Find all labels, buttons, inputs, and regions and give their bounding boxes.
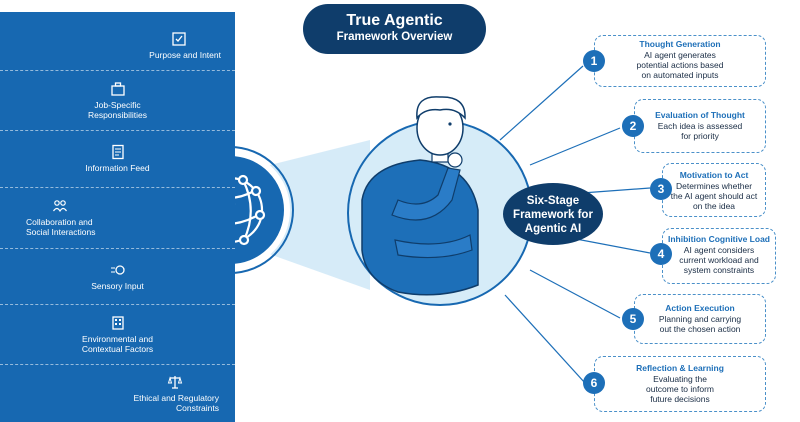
building-icon xyxy=(111,315,124,330)
stage-connectors xyxy=(499,65,651,384)
job-icon xyxy=(110,81,125,96)
input-job-specific-responsibilities: Job-Specific Responsibilities xyxy=(0,70,235,130)
input-information-feed: Information Feed xyxy=(0,130,235,187)
center-label: Six-Stage Framework for Agentic AI xyxy=(513,195,593,235)
input-label: Purpose and Intent xyxy=(149,49,221,60)
scales-icon xyxy=(167,375,183,389)
thinking-person-illustration xyxy=(361,96,479,296)
center-label-oval xyxy=(503,183,603,245)
input-sensory-input: Sensory Input xyxy=(0,248,235,304)
collaboration-icon xyxy=(53,200,67,213)
stage-title: Motivation to Act xyxy=(679,170,749,180)
input-ethical-regulatory: Ethical and Regulatory Constraints xyxy=(0,364,235,422)
input-label: Environmental and Contextual Factors xyxy=(81,333,154,354)
input-label: Ethical and Regulatory Constraints xyxy=(133,392,219,413)
stage-desc: Each idea is assessed for priority xyxy=(657,121,743,141)
stage-title: Inhibition Cognitive Load xyxy=(668,234,770,244)
stage-desc: AI agent generates potential actions bas… xyxy=(636,50,724,80)
stage-title: Action Execution xyxy=(665,303,735,313)
stage-6-number: 6 xyxy=(583,372,605,394)
stage-5-number: 5 xyxy=(622,308,644,330)
stage-desc: Evaluating the outcome to inform future … xyxy=(645,374,715,404)
document-icon xyxy=(111,144,124,160)
stage-1-number: 1 xyxy=(583,50,605,72)
input-label: Information Feed xyxy=(85,163,150,173)
stage-desc: AI agent considers current workload and … xyxy=(679,245,759,275)
stage-2-number: 2 xyxy=(622,115,644,137)
stage-1-box: Thought Generation AI agent generates po… xyxy=(594,35,766,87)
inputs-panel: Purpose and Intent Job-Specific Responsi… xyxy=(0,12,235,422)
purpose-icon xyxy=(172,31,186,46)
page-title: True Agentic xyxy=(346,12,443,29)
input-label: Collaboration and Social Interactions xyxy=(26,217,96,237)
stage-title: Reflection & Learning xyxy=(636,363,724,373)
page-subtitle: Framework Overview xyxy=(336,31,453,43)
input-collaboration-social: Collaboration and Social Interactions xyxy=(0,187,235,248)
stage-5-box: Action Execution Planning and carrying o… xyxy=(634,294,766,344)
stage-desc: Determines whether the AI agent should a… xyxy=(670,181,758,211)
sensor-icon xyxy=(110,264,125,275)
stage-6-box: Reflection & Learning Evaluating the out… xyxy=(594,356,766,412)
stage-2-box: Evaluation of Thought Each idea is asses… xyxy=(634,99,766,153)
stage-title: Thought Generation xyxy=(639,39,721,49)
stage-3-number: 3 xyxy=(650,178,672,200)
stage-title: Evaluation of Thought xyxy=(655,110,745,120)
stage-4-box: Inhibition Cognitive Load AI agent consi… xyxy=(662,228,776,284)
input-label: Job-Specific Responsibilities xyxy=(87,99,148,120)
title-banner: True Agentic Framework Overview xyxy=(303,4,486,54)
stage-3-box: Motivation to Act Determines whether the… xyxy=(662,163,766,217)
input-purpose-and-intent: Purpose and Intent xyxy=(0,20,235,70)
stage-desc: Planning and carrying out the chosen act… xyxy=(658,314,742,334)
stage-4-number: 4 xyxy=(650,243,672,265)
input-environmental-contextual: Environmental and Contextual Factors xyxy=(0,304,235,364)
input-label: Sensory Input xyxy=(91,280,144,291)
